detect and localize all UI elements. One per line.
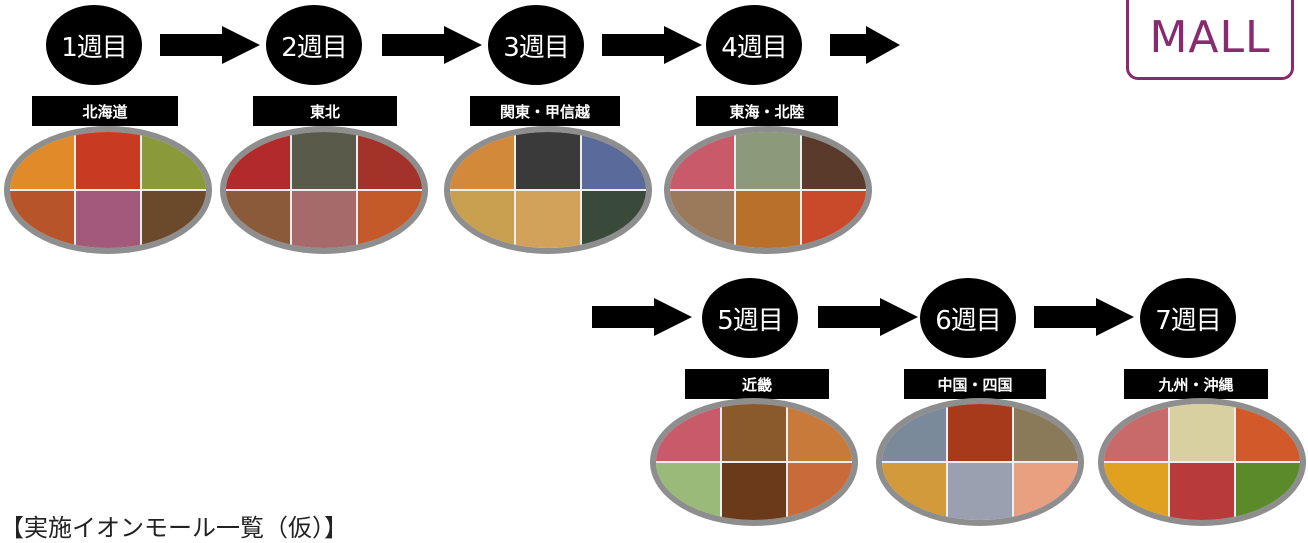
food-photo-tile (736, 132, 800, 189)
mall-logo: MALL (1126, 0, 1294, 80)
food-photo-tile (292, 132, 356, 189)
food-photo-tile (802, 191, 866, 248)
arrow-right-icon (592, 298, 692, 336)
food-photo-tile (948, 404, 1012, 461)
food-photo-tile (1236, 463, 1300, 520)
food-photo-tile (1014, 463, 1078, 520)
region-label: 北海道 (32, 96, 178, 126)
food-collage-tohoku (220, 126, 428, 254)
food-photo-tile (142, 191, 206, 248)
food-photo-tile (788, 404, 852, 461)
arrow-right-icon (1034, 298, 1134, 336)
food-collage-kanto (444, 126, 652, 254)
food-photo-tile (1170, 404, 1234, 461)
food-photo-tile (358, 191, 422, 248)
food-photo-tile (142, 132, 206, 189)
arrow-right-icon (160, 26, 260, 64)
week-3-badge: 3週目 (488, 5, 584, 85)
food-collage-tokai (664, 126, 872, 254)
region-label: 東北 (253, 96, 397, 126)
food-photo-tile (76, 191, 140, 248)
food-photo-tile (10, 191, 74, 248)
food-photo-tile (450, 132, 514, 189)
food-photo-tile (516, 191, 580, 248)
food-photo-tile (1236, 404, 1300, 461)
food-photo-tile (670, 191, 734, 248)
food-photo-tile (1170, 463, 1234, 520)
food-photo-tile (1104, 463, 1168, 520)
region-label: 関東・甲信越 (470, 96, 620, 126)
food-photo-tile (656, 404, 720, 461)
food-photo-tile (226, 132, 290, 189)
food-photo-tile (802, 132, 866, 189)
food-photo-tile (450, 191, 514, 248)
week-4-badge: 4週目 (706, 5, 802, 85)
week-7-badge: 7週目 (1140, 278, 1236, 358)
food-photo-tile (882, 463, 946, 520)
food-collage-hokkaido (4, 126, 212, 254)
region-label: 近畿 (685, 369, 829, 399)
food-photo-tile (722, 463, 786, 520)
food-photo-tile (1014, 404, 1078, 461)
food-photo-tile (1104, 404, 1168, 461)
food-photo-tile (722, 404, 786, 461)
week-2-badge: 2週目 (266, 5, 362, 85)
food-photo-tile (788, 463, 852, 520)
food-photo-tile (736, 191, 800, 248)
region-label: 東海・北陸 (696, 96, 838, 126)
food-photo-tile (582, 132, 646, 189)
week-5-badge: 5週目 (702, 278, 798, 358)
food-photo-tile (656, 463, 720, 520)
mall-list-title: 【実施イオンモール一覧（仮）】 (0, 514, 348, 542)
week-6-badge: 6週目 (920, 278, 1016, 358)
food-photo-tile (226, 191, 290, 248)
arrow-right-icon (602, 26, 702, 64)
arrow-right-icon (382, 26, 482, 64)
arrow-right-icon (830, 26, 900, 64)
food-photo-tile (948, 463, 1012, 520)
region-label: 九州・沖縄 (1124, 369, 1268, 399)
region-label: 中国・四国 (904, 369, 1046, 399)
food-collage-chugoku-shikoku (876, 398, 1084, 526)
food-photo-tile (292, 191, 356, 248)
week-1-badge: 1週目 (46, 5, 142, 85)
food-collage-kinki (650, 398, 858, 526)
food-photo-tile (582, 191, 646, 248)
food-photo-tile (358, 132, 422, 189)
arrow-right-icon (818, 298, 918, 336)
food-photo-tile (882, 404, 946, 461)
food-photo-tile (670, 132, 734, 189)
food-photo-tile (516, 132, 580, 189)
mall-logo-text: MALL (1149, 12, 1271, 63)
food-photo-tile (76, 132, 140, 189)
food-collage-kyushu-okinawa (1098, 398, 1306, 526)
food-photo-tile (10, 132, 74, 189)
